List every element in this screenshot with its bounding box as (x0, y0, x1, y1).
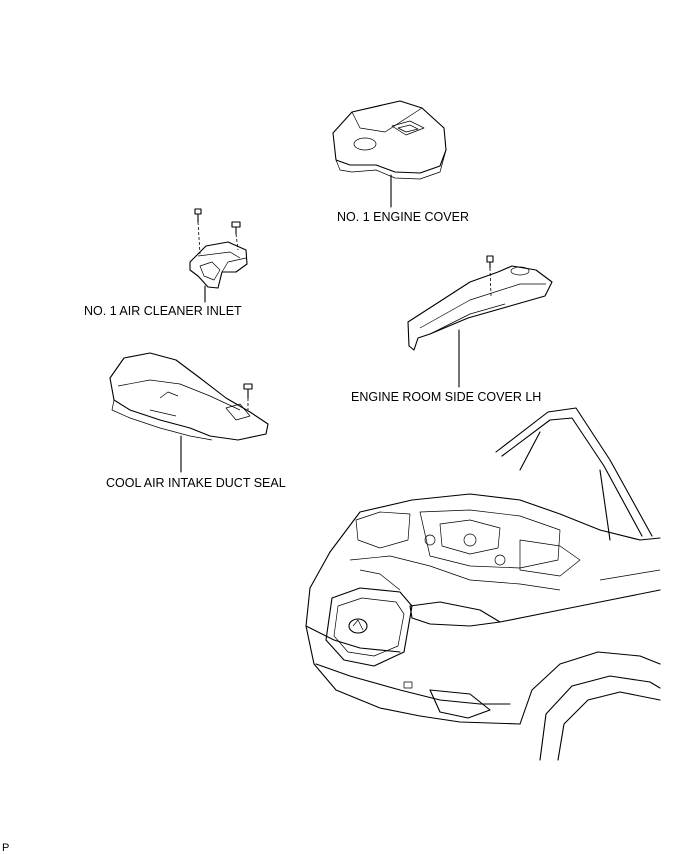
vehicle-illustration (305, 407, 661, 761)
side-cover-lh-part (407, 265, 553, 351)
duct-seal-label: COOL AIR INTAKE DUCT SEAL (106, 476, 286, 490)
bolt-icon (243, 383, 253, 399)
emblem-icon (348, 618, 368, 634)
bolt-icon (231, 221, 241, 235)
air-cleaner-inlet-part (189, 241, 248, 289)
engine-cover-label: NO. 1 ENGINE COVER (337, 210, 469, 224)
side-cover-lh-label: ENGINE ROOM SIDE COVER LH (351, 390, 541, 404)
screw-icon (486, 255, 494, 269)
footer-code: P (2, 842, 9, 854)
air-cleaner-inlet-label: NO. 1 AIR CLEANER INLET (84, 304, 242, 318)
screw-icon (194, 208, 202, 223)
engine-cover-part (332, 100, 447, 180)
duct-seal-part (109, 352, 269, 441)
